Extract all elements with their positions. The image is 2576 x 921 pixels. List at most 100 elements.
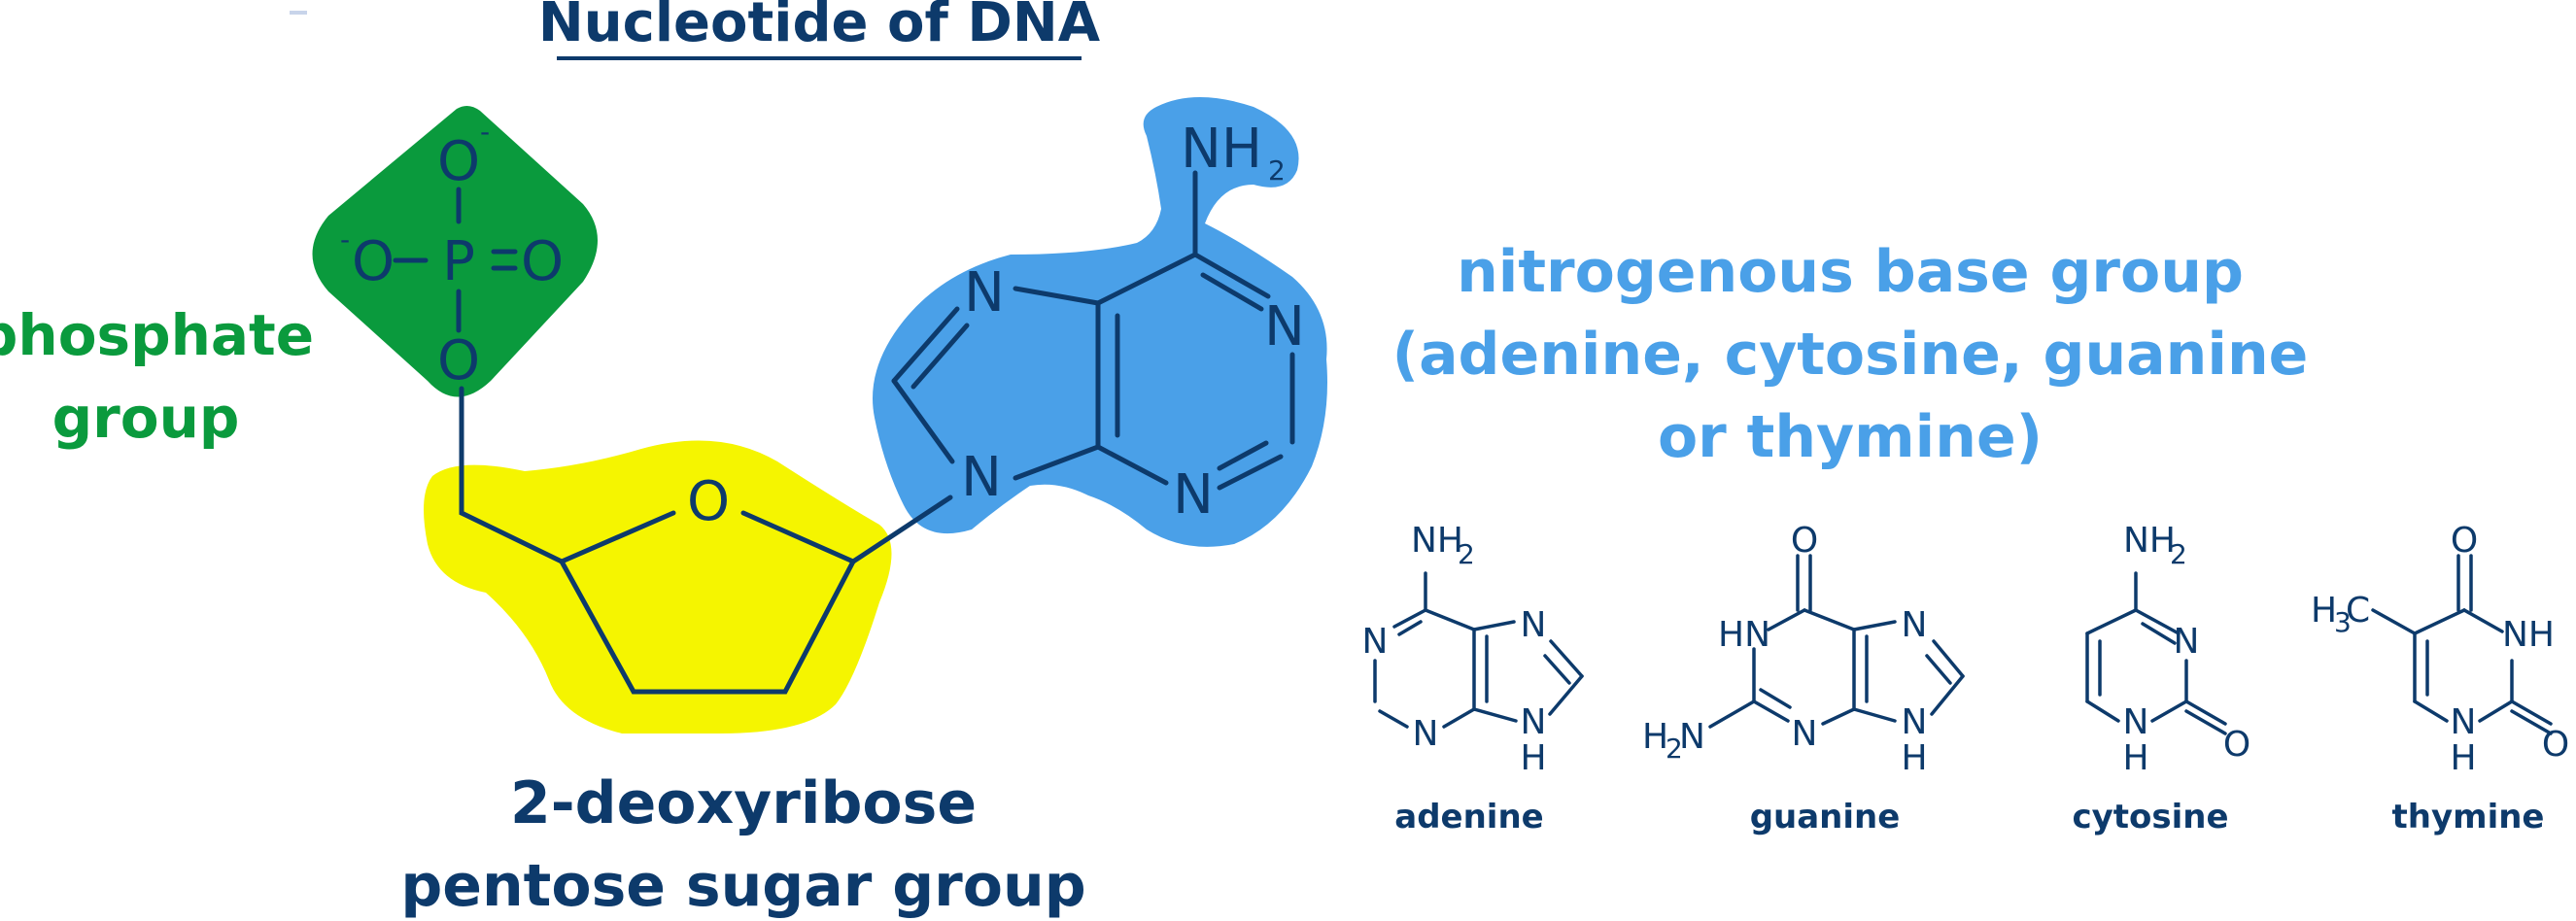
bond-o-c1 <box>740 510 856 564</box>
cytosine-name: cytosine <box>2072 798 2228 836</box>
phosphate-o-right: O <box>521 230 564 293</box>
cytosine-bond <box>2134 608 2181 635</box>
guanine-h2n-sub: 2 <box>1666 733 1683 765</box>
guanine-h2n-n: N <box>1679 717 1705 757</box>
sugar-ring-o: O <box>687 470 730 533</box>
adenine-bond <box>1472 707 1518 723</box>
cytosine-bond <box>2150 699 2188 723</box>
thymine-o-right: O <box>2542 725 2569 765</box>
bond-c4-o <box>559 510 676 564</box>
guanine-bond <box>1803 608 1856 631</box>
adenine-n1: N <box>1362 622 1389 662</box>
base-n7: N <box>964 261 1005 324</box>
base-n9: N <box>961 446 1002 509</box>
base-label-line3: or thymine) <box>1658 403 2043 471</box>
phosphate-o-bottom: O <box>437 329 480 392</box>
cytosine-bond <box>2141 622 2177 645</box>
bond-a7 <box>1013 286 1101 306</box>
bond-a3-double <box>1217 440 1269 471</box>
phosphate-structure: O - O - P O O <box>340 116 564 392</box>
adenine-bond <box>1548 674 1584 716</box>
guanine-bond <box>1752 699 1790 723</box>
thymine-bond <box>2510 699 2553 726</box>
adenine-bond <box>1392 608 1427 629</box>
bond-a8-double <box>910 323 970 390</box>
phosphate-charge-left: - <box>340 223 350 256</box>
guanine-bond <box>1767 608 1806 631</box>
cytosine-bond <box>2085 608 2138 635</box>
thymine-bond <box>2413 608 2466 635</box>
thymine-bond <box>2510 709 2553 735</box>
thymine-bond <box>2462 608 2504 633</box>
adenine-bond <box>1472 620 1516 631</box>
adenine-h: H <box>1520 738 1546 778</box>
bond-a3 <box>1217 454 1284 491</box>
base-label-line2: (adenine, cytosine, guanine <box>1392 321 2309 389</box>
cytosine-bond <box>2184 709 2227 735</box>
thymine-nh: NH <box>2502 615 2555 655</box>
thymine-bond <box>2413 699 2449 723</box>
base-n3: N <box>1173 463 1214 527</box>
base-nh-text: NH <box>1181 118 1262 181</box>
guanine-n3: N <box>1792 714 1818 754</box>
bond-a9 <box>891 378 955 464</box>
thymine-h3c-c: C <box>2346 591 2370 631</box>
adenine-bond <box>1543 654 1571 685</box>
phosphate-p: P <box>442 230 475 293</box>
adenine-n9: N <box>1521 702 1547 742</box>
guanine-bond <box>1708 699 1756 729</box>
bond-sugar-base <box>850 495 953 564</box>
cytosine-n3: N <box>2174 622 2200 662</box>
bond-a10 <box>1013 444 1101 481</box>
guanine-bond <box>1759 688 1792 709</box>
thymine-n1: N <box>2451 702 2477 742</box>
thymine-structure: O H 3 C NH N H O thymine <box>2311 521 2569 836</box>
guanine-n7: N <box>1902 605 1928 645</box>
thymine-h3c-h: H <box>2311 591 2337 631</box>
guanine-hn: HN <box>1718 615 1770 655</box>
thymine-bond <box>2478 699 2514 723</box>
guanine-o: O <box>1791 521 1818 561</box>
guanine-bond <box>1852 620 1897 631</box>
adenine-structure: NH 2 N N N N H adenine <box>1362 521 1584 836</box>
phosphate-highlight <box>312 105 598 397</box>
guanine-n9: N <box>1902 702 1928 742</box>
bond-a1-double <box>1200 272 1264 312</box>
bond-a8 <box>891 306 960 384</box>
guanine-bond <box>1930 674 1965 716</box>
adenine-bond <box>1397 620 1423 636</box>
guanine-bond <box>1932 639 1965 678</box>
sugar-label-line2: pentose sugar group <box>400 852 1085 920</box>
guanine-bond <box>1925 654 1952 685</box>
phosphate-label-line2: group <box>52 385 240 451</box>
cytosine-nh-sub: 2 <box>2170 538 2187 570</box>
guanine-h2n-h: H <box>1642 717 1668 757</box>
adenine-bond <box>1424 608 1476 631</box>
bond-phosphate-sugar <box>459 386 565 564</box>
cytosine-bond <box>2184 699 2227 726</box>
sugar-highlight <box>424 440 892 733</box>
bond-a1 <box>1192 252 1271 299</box>
phosphate-charge-top: - <box>480 116 490 148</box>
base-n1: N <box>1264 295 1305 358</box>
guanine-h: H <box>1901 738 1927 778</box>
guanine-bond <box>1852 707 1897 723</box>
adenine-n7: N <box>1521 605 1547 645</box>
thymine-bond <box>2371 608 2417 635</box>
bond-a4 <box>1095 444 1169 486</box>
cytosine-bond <box>2085 699 2120 723</box>
thymine-name: thymine <box>2392 798 2545 836</box>
guanine-bond <box>1821 707 1856 726</box>
guanine-structure: O HN H 2 N N N N H guanine <box>1642 521 1965 836</box>
adenine-n3: N <box>1413 714 1439 754</box>
adenine-bond <box>1442 707 1476 729</box>
bond-sugar-ring <box>559 559 856 695</box>
base-nh-sub: 2 <box>1268 154 1286 187</box>
phosphate-o-left: O <box>352 230 395 293</box>
adenine-nh-sub: 2 <box>1458 538 1475 570</box>
page-title: Nucleotide of DNA <box>538 0 1101 54</box>
phosphate-o-top: O <box>437 130 480 193</box>
cytosine-n1: N <box>2123 702 2149 742</box>
guanine-name: guanine <box>1750 798 1901 836</box>
